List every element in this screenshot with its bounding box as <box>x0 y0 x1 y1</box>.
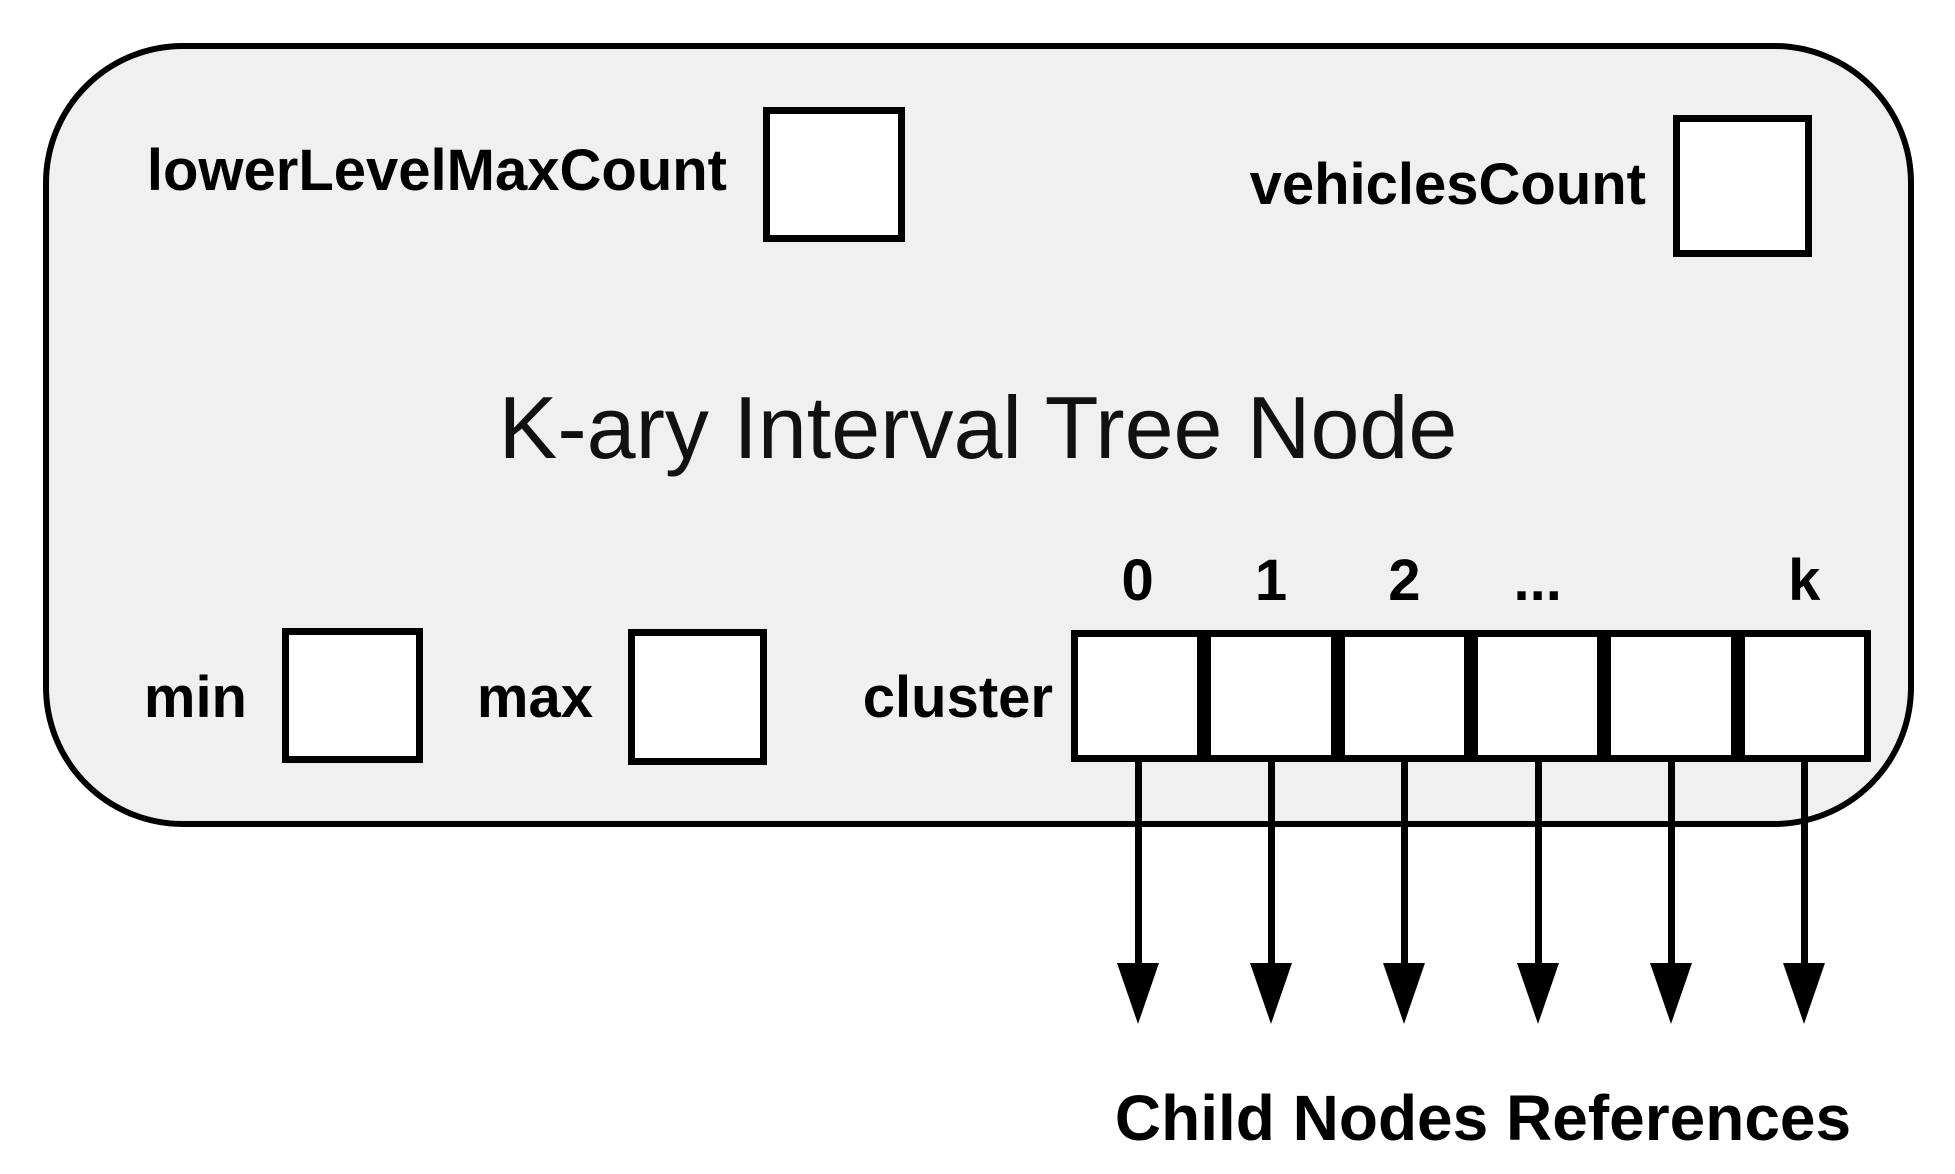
cluster-index-blank <box>1604 551 1737 611</box>
cluster-label: cluster <box>862 665 1053 730</box>
arrow-head-icon <box>1250 963 1292 1024</box>
arrow-head-icon <box>1517 963 1559 1024</box>
cluster-index-2: 2 <box>1388 548 1421 613</box>
child-pointer-arrow <box>1250 762 1292 1024</box>
child-pointer-arrow <box>1117 762 1159 1024</box>
arrow-shaft <box>1534 762 1542 963</box>
cluster-array <box>1071 630 1871 762</box>
arrow-shaft <box>1800 762 1808 963</box>
lower-level-max-count-box <box>763 107 905 242</box>
cluster-cell <box>1337 630 1471 762</box>
cluster-cell <box>1071 630 1205 762</box>
vehicles-count-label: vehiclesCount <box>1249 152 1646 217</box>
arrow-shaft <box>1400 762 1408 963</box>
child-pointer-arrow <box>1383 762 1425 1024</box>
cluster-cell <box>1204 630 1338 762</box>
child-pointer-arrow <box>1783 762 1825 1024</box>
min-label: min <box>143 665 247 730</box>
cluster-cell <box>1604 630 1738 762</box>
child-pointer-arrow <box>1517 762 1559 1024</box>
child-pointer-arrow <box>1650 762 1692 1024</box>
cluster-cell <box>1470 630 1605 762</box>
max-box <box>628 629 767 765</box>
cluster-cell <box>1737 630 1871 762</box>
arrow-head-icon <box>1383 963 1425 1024</box>
cluster-index-ellipsis: ... <box>1513 548 1562 613</box>
child-nodes-caption: Child Nodes References <box>1114 1082 1852 1154</box>
cluster-index-0: 0 <box>1121 548 1154 613</box>
cluster-index-1: 1 <box>1254 548 1288 613</box>
lower-level-max-count-label: lowerLevelMaxCount <box>146 138 727 203</box>
arrow-shaft <box>1667 762 1675 963</box>
cluster-index-labels: 0 1 2 ... k <box>1071 551 1871 611</box>
arrow-head-icon <box>1117 963 1159 1024</box>
arrow-shaft <box>1134 762 1142 963</box>
vehicles-count-box <box>1673 115 1812 257</box>
arrow-head-icon <box>1650 963 1692 1024</box>
cluster-index-k: k <box>1788 548 1821 613</box>
node-title: K-ary Interval Tree Node <box>498 378 1458 477</box>
min-box <box>282 628 423 763</box>
arrow-shaft <box>1267 762 1275 963</box>
max-label: max <box>476 665 593 730</box>
arrow-head-icon <box>1783 963 1825 1024</box>
